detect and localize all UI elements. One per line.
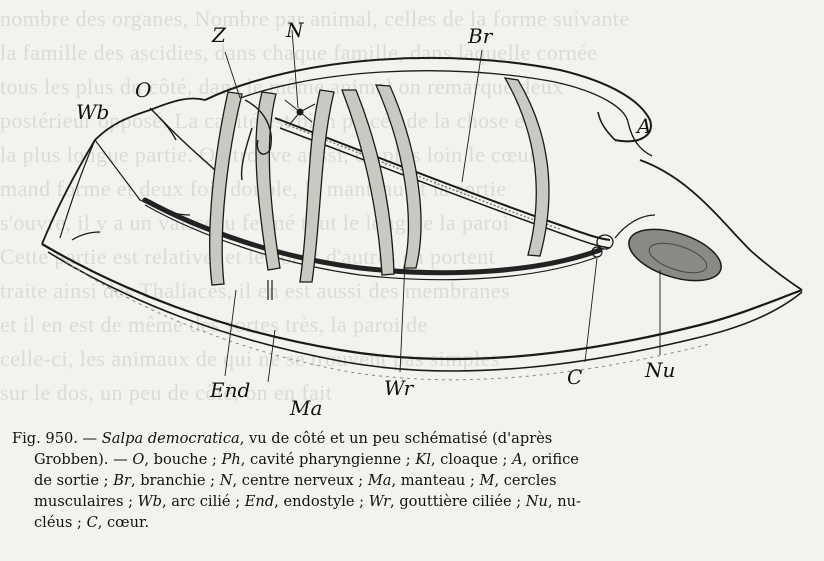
caption-line: cléus ; C, cœur. <box>12 512 816 533</box>
abbrev: A <box>512 451 523 468</box>
abbrev: N <box>220 472 233 489</box>
abbrev: Br <box>113 472 131 489</box>
caption-text: , orifice <box>523 451 579 468</box>
small-process <box>72 232 100 240</box>
gill-bar <box>280 128 610 248</box>
caption-text: , cavité pharyngienne ; <box>241 451 416 468</box>
muscle-ring <box>342 90 394 275</box>
ventral-process <box>268 280 272 300</box>
body-upper-outline <box>42 98 205 244</box>
abbrev: O <box>132 451 144 468</box>
salpa-figure <box>0 0 824 425</box>
figure-number: Fig. 950. — <box>12 430 97 447</box>
label-wb: Wb <box>76 102 109 122</box>
abbrev: Kl <box>415 451 431 468</box>
caption-line: de sortie ; Br, branchie ; N, centre ner… <box>12 470 816 491</box>
caption-text: musculaires ; <box>34 493 138 510</box>
abbrev: Nu <box>526 493 548 510</box>
caption-text: Grobben). — <box>34 451 132 468</box>
figure-caption: Fig. 950. — Salpa democratica, vu de côt… <box>12 428 816 533</box>
caption-text: , gouttière ciliée ; <box>390 493 526 510</box>
label-a: A <box>637 116 651 136</box>
caption-text: , cœur. <box>98 514 149 531</box>
dorsal-arch-inner <box>225 71 628 122</box>
abbrev: Wb <box>138 493 162 510</box>
caption-text: , nu- <box>548 493 581 510</box>
caption-text: , cloaque ; <box>431 451 512 468</box>
muscle-rings <box>210 78 549 285</box>
anterior-wall <box>60 140 95 238</box>
species-name: Salpa democratica <box>102 430 240 447</box>
abbrev: C <box>87 514 98 531</box>
caption-text: , arc cilié ; <box>162 493 245 510</box>
caption-line: Fig. 950. — Salpa democratica, vu de côt… <box>12 428 816 449</box>
leader-line-ma <box>268 330 275 382</box>
mouth-lip <box>160 118 220 175</box>
label-c: C <box>567 367 582 387</box>
abbrev: Wr <box>369 493 390 510</box>
label-end: End <box>210 380 250 400</box>
label-z: Z <box>212 25 226 45</box>
muscle-ring <box>300 90 334 282</box>
label-n: N <box>286 20 304 40</box>
mouth-lip <box>150 108 176 140</box>
caption-text: , manteau ; <box>391 472 479 489</box>
caption-text: de sortie ; <box>34 472 113 489</box>
abbrev: End <box>245 493 274 510</box>
label-ma: Ma <box>290 398 322 418</box>
abbrev: Ph <box>222 451 241 468</box>
muscle-ring <box>505 78 549 256</box>
label-br: Br <box>468 26 492 46</box>
z-structure <box>242 128 252 180</box>
caption-text: cléus ; <box>34 514 87 531</box>
caption-line: musculaires ; Wb, arc cilié ; End, endos… <box>12 491 816 512</box>
leader-line-br <box>462 50 482 182</box>
gill-bar-hatching <box>285 124 560 229</box>
leader-lines <box>225 30 660 382</box>
exit-opening-lip <box>598 112 615 140</box>
caption-text: , branchie ; <box>131 472 220 489</box>
caption-text: , vu de côté et un peu schématisé (d'apr… <box>240 430 553 447</box>
caption-text: , centre nerveux ; <box>233 472 368 489</box>
label-nu: Nu <box>645 360 675 380</box>
label-o: O <box>135 80 151 100</box>
nucleus <box>623 219 728 291</box>
mantle-stipple <box>60 258 710 380</box>
abbrev: M <box>480 472 495 489</box>
nerve-branches <box>285 100 315 124</box>
caption-text: , bouche ; <box>144 451 221 468</box>
abbrev: Ma <box>368 472 392 489</box>
muscle-ring <box>210 92 242 285</box>
ciliated-arc <box>95 140 190 215</box>
label-wr: Wr <box>384 378 413 398</box>
caption-line: Grobben). — O, bouche ; Ph, cavité phary… <box>12 449 816 470</box>
caption-text: , cercles <box>494 472 556 489</box>
caption-text: , endostyle ; <box>274 493 369 510</box>
